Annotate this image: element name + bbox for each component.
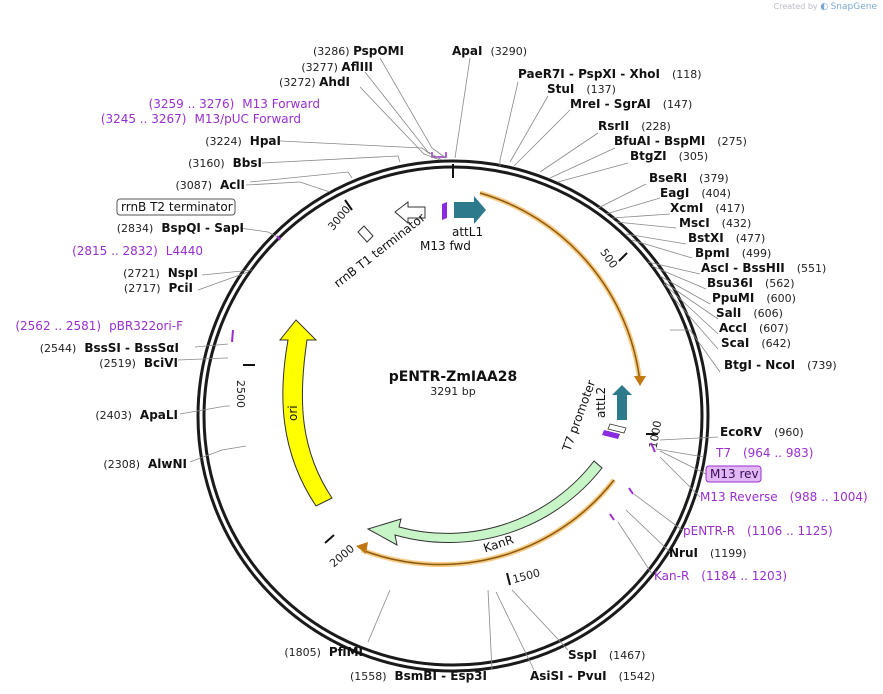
tick-2000: 2000 [327, 542, 357, 570]
site-bseri[interactable]: BseRI(379) [649, 171, 729, 185]
t7-primer-feature [602, 430, 620, 439]
plasmid-length: 3291 bp [430, 385, 475, 398]
leader-lines [177, 57, 721, 671]
ori-label: ori [286, 405, 300, 421]
t7-mark [650, 442, 656, 453]
rrnb-t2-label: rrnB T2 terminator [121, 200, 233, 214]
site-hpai[interactable]: (3224)HpaI [205, 134, 281, 148]
site-apai[interactable]: ApaI(3290) [452, 44, 527, 58]
site-scai[interactable]: ScaI(642) [721, 336, 791, 350]
site-bfuai[interactable]: BfuAI - BspMI(275) [614, 134, 747, 148]
primer-t7[interactable]: T7(964 .. 983) [715, 446, 813, 460]
tick-2500: 2500 [234, 380, 247, 408]
tick-3000: 3000 [325, 203, 353, 233]
pbr322-mark [231, 329, 234, 343]
site-apali[interactable]: (2403)ApaLI [95, 408, 178, 422]
site-xcmi[interactable]: XcmI(417) [670, 201, 745, 215]
site-acci[interactable]: AccI(607) [719, 321, 789, 335]
site-bbsi[interactable]: (3160)BbsI [188, 156, 262, 170]
tick-500: 500 [597, 246, 620, 271]
tick-1000: 1000 [647, 420, 665, 450]
ori-feature[interactable] [278, 319, 333, 507]
m13fwd-feature[interactable] [442, 202, 447, 220]
site-asci[interactable]: AscI - BssHII(551) [701, 261, 826, 275]
site-ppumi[interactable]: PpuMI(600) [712, 291, 796, 305]
rrnb-small-feature [357, 225, 374, 243]
tick-1500: 1500 [511, 566, 541, 586]
site-sali[interactable]: SalI(606) [716, 306, 783, 320]
attl1-feature[interactable] [454, 196, 486, 224]
snapgene-credit: Created by ◐ SnapGene [774, 2, 877, 12]
site-bsssi[interactable]: (2544)BssSI - BssSαI [40, 341, 179, 355]
site-bsu36i[interactable]: Bsu36I(562) [707, 276, 795, 290]
primer-pbr322ori-f[interactable]: (2562 .. 2581)pBR322ori-F [15, 319, 183, 333]
l4440-mark [276, 235, 281, 241]
m13-rev-box[interactable] [705, 465, 762, 483]
site-msci[interactable]: MscI(432) [679, 216, 751, 230]
site-bsmbi[interactable]: (1558)BsmBI - Esp3I [350, 669, 487, 683]
kanr-feature[interactable] [366, 460, 603, 546]
insert-arc-arrow-icon [634, 376, 646, 386]
kanr-arc [361, 479, 615, 566]
attl2-feature[interactable] [612, 385, 632, 420]
backbone-outer [196, 159, 710, 673]
site-nrui[interactable]: NruI(1199) [669, 546, 747, 560]
t7-promoter-label: T7 promoter [559, 378, 598, 454]
site-afliii[interactable]: (3277) AflIII [301, 60, 373, 74]
primer-kan-r[interactable]: Kan-R(1184 .. 1203) [654, 569, 787, 583]
m13fwd-label: M13 fwd [420, 239, 471, 253]
site-stui[interactable]: StuI(137) [547, 82, 616, 96]
site-sspi[interactable]: SspI(1467) [568, 648, 645, 662]
site-asisi[interactable]: AsiSI - PvuI(1542) [530, 669, 655, 683]
primer-l4440[interactable]: (2815 .. 2832)L4440 [72, 244, 203, 258]
site-alwni[interactable]: (2308)AlwNI [103, 457, 187, 471]
site-nspi[interactable]: (2721)NspI [123, 266, 198, 280]
rrnb-t1-label: rrnB T1 terminator [331, 211, 428, 291]
rrnb-t1-feature[interactable] [394, 200, 426, 225]
site-bspqi[interactable]: (2834)BspQI - SapI [117, 221, 244, 235]
site-btgi[interactable]: BtgI - NcoI(739) [724, 358, 837, 372]
insert-arc [479, 192, 641, 383]
attl1-label: attL1 [452, 225, 483, 239]
site-bcivi[interactable]: (2519)BciVI [99, 356, 178, 370]
site-ahdi[interactable]: (3272) AhdI [279, 75, 350, 89]
site-bstxi[interactable]: BstXI(477) [688, 231, 765, 245]
pentr-r-mark [628, 487, 634, 495]
site-eagi[interactable]: EagI(404) [660, 186, 731, 200]
primer-m13-reverse[interactable]: M13 Reverse(988 .. 1004) [700, 490, 868, 504]
credit-brand: SnapGene [830, 2, 877, 12]
attl2-label: attL2 [594, 387, 608, 418]
snapgene-logo-icon: ◐ [820, 2, 829, 12]
primer-m13-rev: M13 rev [710, 467, 759, 481]
site-pspomi[interactable]: (3286) PspOMI [313, 44, 404, 58]
primer-pentr-r[interactable]: pENTR-R(1106 .. 1125) [683, 524, 833, 538]
site-paer7i[interactable]: PaeR7I - PspXI - XhoI(118) [518, 67, 702, 81]
rrnb-t2-box[interactable] [116, 198, 236, 216]
site-rsrii[interactable]: RsrII(228) [598, 119, 671, 133]
t7-promoter-feature [607, 423, 627, 434]
kanr-arc-arrow-icon [356, 542, 368, 554]
site-pcii[interactable]: (2717)PciI [124, 281, 193, 295]
primer-m13-forward[interactable]: (3259 .. 3276)M13 Forward [149, 97, 320, 111]
site-btgzi[interactable]: BtgZI(305) [630, 149, 708, 163]
site-mrei[interactable]: MreI - SgrAI(147) [570, 97, 692, 111]
kanr-primer-mark [609, 513, 615, 521]
site-acli[interactable]: (3087)AclI [175, 178, 245, 192]
primer-m13-puc-forward[interactable]: (3245 .. 3267)M13/pUC Forward [101, 112, 301, 126]
site-bpmi[interactable]: BpmI(499) [695, 246, 771, 260]
site-pflmi[interactable]: (1805)PflMI [284, 645, 363, 659]
credit-prefix: Created by [773, 2, 818, 11]
plasmid-name: pENTR-ZmIAA28 [389, 369, 518, 385]
site-ecorv[interactable]: EcoRV(960) [720, 425, 804, 439]
